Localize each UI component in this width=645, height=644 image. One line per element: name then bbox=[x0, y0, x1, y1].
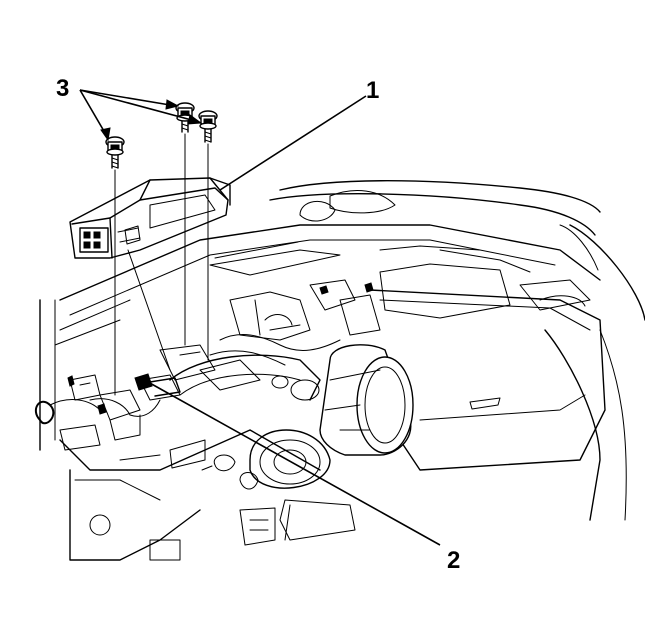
harness-connector bbox=[134, 373, 181, 397]
bolt-right bbox=[198, 110, 218, 143]
callout-2-label: 2 bbox=[447, 547, 460, 574]
callout-1-label: 1 bbox=[366, 77, 379, 104]
instrument-cluster bbox=[169, 354, 356, 546]
center-duct bbox=[319, 344, 414, 456]
left-wiring-cluster bbox=[34, 374, 161, 451]
windshield-cowl bbox=[269, 180, 645, 321]
leader-lines bbox=[79, 89, 441, 546]
lower-left-dash bbox=[39, 299, 321, 561]
wiring-harness bbox=[139, 279, 381, 401]
callout-3-label: 3 bbox=[56, 75, 69, 102]
upper-dash-panel bbox=[54, 224, 601, 346]
bolt-left bbox=[105, 136, 125, 169]
glovebox-area bbox=[369, 263, 627, 521]
bolt-alignment-lines bbox=[114, 133, 209, 396]
control-module bbox=[69, 177, 231, 259]
